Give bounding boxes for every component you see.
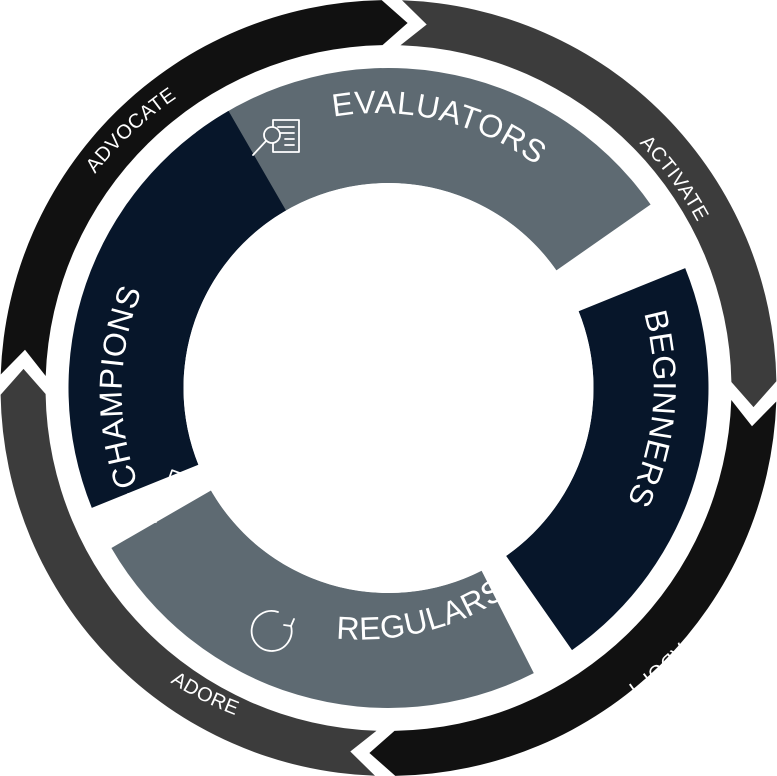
inner-segment-evaluators bbox=[195, 67, 651, 271]
inner-segment-regulars bbox=[111, 490, 534, 708]
outer-segment-adore bbox=[0, 368, 377, 776]
outer-segment-adopt bbox=[369, 400, 777, 776]
inner-segment-champions bbox=[68, 110, 286, 508]
outer-segment-activate bbox=[400, 0, 777, 408]
outer-segment-advocate bbox=[0, 0, 408, 376]
document-search-icon bbox=[252, 119, 300, 156]
lightbulb-icon bbox=[603, 235, 642, 274]
trophy-icon bbox=[118, 469, 185, 523]
inner-segment-beginners bbox=[506, 268, 709, 651]
inner-ring-segments bbox=[68, 67, 709, 708]
center-disc bbox=[183, 183, 594, 593]
cycle-arrow-icon bbox=[250, 610, 295, 652]
